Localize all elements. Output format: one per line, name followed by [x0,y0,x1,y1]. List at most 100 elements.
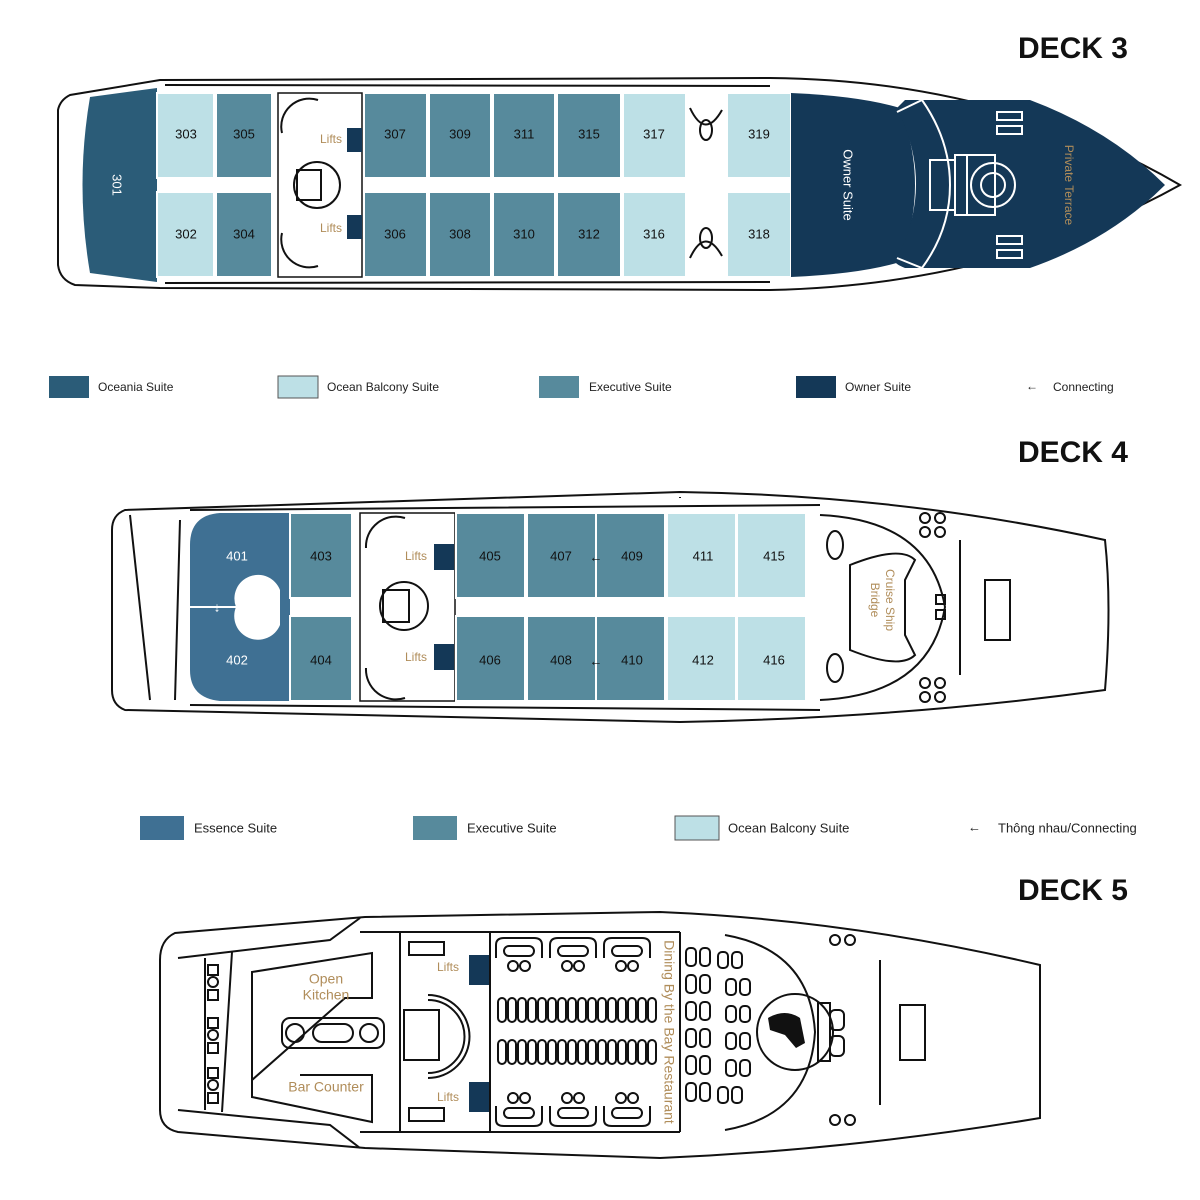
deck4-legend: Essence Suite Executive Suite Ocean Balc… [140,815,1137,841]
table-shape [647,1039,657,1065]
cabin-312[interactable] [556,191,622,278]
deck3-lift-top [347,128,362,152]
cabin-305[interactable] [215,92,273,179]
deck3-lifts-label-top: Lifts [320,132,342,146]
table-shape [527,997,537,1023]
table-shape [699,1001,711,1021]
deck4-lift-bottom [434,644,454,670]
cabin-307-label: 307 [384,126,406,141]
table-shape [547,997,557,1023]
cabin-409[interactable] [595,512,666,599]
deck3-legend: Oceania Suite Ocean Balcony Suite Execut… [49,375,1114,399]
table-shape [607,997,617,1023]
cabin-316[interactable] [622,191,687,278]
cabin-309-label: 309 [449,126,471,141]
table-shape [829,934,841,946]
legend-swatch-balcony [277,375,319,399]
cabin-409-label: 409 [621,548,643,563]
cabin-305-label: 305 [233,126,255,141]
table-shape [731,951,743,969]
table-shape [699,1055,711,1075]
deck4-bow [819,512,1011,703]
table-shape [611,1107,643,1119]
arrow-left-icon: ← [968,819,981,834]
cabin-407[interactable] [526,512,597,599]
owner-suite[interactable] [791,93,915,277]
table-shape [615,1092,627,1104]
table-shape [573,960,585,972]
legend-connecting: Thông nhau/Connecting [998,820,1137,835]
cabin-411[interactable] [666,512,737,599]
cabin-317[interactable] [622,92,687,179]
cabin-304-label: 304 [233,226,255,241]
table-shape [739,978,751,996]
table-shape [717,951,729,969]
table-shape [507,997,517,1023]
deck5-lift-top [469,955,489,985]
table-shape [627,960,639,972]
cabin-310[interactable] [492,191,556,278]
open-kitchen-label-2: Kitchen [303,987,350,1003]
table-shape [739,1005,751,1023]
deck5-lifts-label-bottom: Lifts [437,1090,459,1104]
cabin-315[interactable] [556,92,622,179]
table-shape [739,1032,751,1050]
cabin-404[interactable] [289,615,353,702]
table-shape [587,997,597,1023]
table-shape [611,945,643,957]
table-shape [557,1039,567,1065]
table-shape [627,1039,637,1065]
cabin-319[interactable] [726,92,792,179]
cabin-311[interactable] [492,92,556,179]
deck4-title: DECK 4 [1018,436,1128,469]
deck5-lifts-stairs: Lifts Lifts [403,941,489,1122]
cabin-303[interactable] [156,92,215,179]
cabin-410[interactable] [595,615,666,702]
table-shape [597,1039,607,1065]
cabin-301[interactable] [82,88,158,282]
deck5-bar-kitchen [207,951,385,1124]
cabin-416[interactable] [736,615,807,702]
cabin-408[interactable] [526,615,597,702]
deck5-lifts-label-top: Lifts [437,960,459,974]
cabin-411-label: 411 [693,548,714,563]
cabin-318[interactable] [726,191,792,278]
cabin-312-label: 312 [578,226,600,241]
cabin-401-label: 401 [226,548,248,563]
cabin-403[interactable] [289,512,353,599]
connecting-arrow-icon: ← [590,549,603,564]
cabin-310-label: 310 [513,226,535,241]
cabin-306[interactable] [363,191,428,278]
deck5-title: DECK 5 [1018,874,1128,907]
cabin-309[interactable] [428,92,492,179]
cabin-308[interactable] [428,191,492,278]
table-shape [597,997,607,1023]
cabin-307[interactable] [363,92,428,179]
cabin-302[interactable] [156,191,215,278]
deck4-rail [129,497,821,711]
cabin-406[interactable] [455,615,526,702]
table-shape [537,997,547,1023]
cabin-404-label: 404 [310,652,332,667]
deck4-lifts-label-bottom: Lifts [405,650,427,664]
private-terrace[interactable] [894,100,1165,268]
connecting-arrow-icon: ← [590,653,603,668]
legend-connecting: Connecting [1053,380,1114,394]
cabin-405[interactable] [455,512,526,599]
table-shape [731,1086,743,1104]
table-shape [577,1039,587,1065]
table-shape [844,1114,856,1126]
table-shape [567,1039,577,1065]
table-shape [495,937,543,958]
table-shape [517,1039,527,1065]
cabin-412-label: 412 [692,652,714,667]
table-shape [573,1092,585,1104]
cabin-415[interactable] [736,512,807,599]
legend-swatch-executive [539,376,579,398]
table-shape [685,974,697,994]
table-shape [647,997,657,1023]
table-shape [557,1107,589,1119]
table-shape [557,997,567,1023]
cabin-304[interactable] [215,191,273,278]
